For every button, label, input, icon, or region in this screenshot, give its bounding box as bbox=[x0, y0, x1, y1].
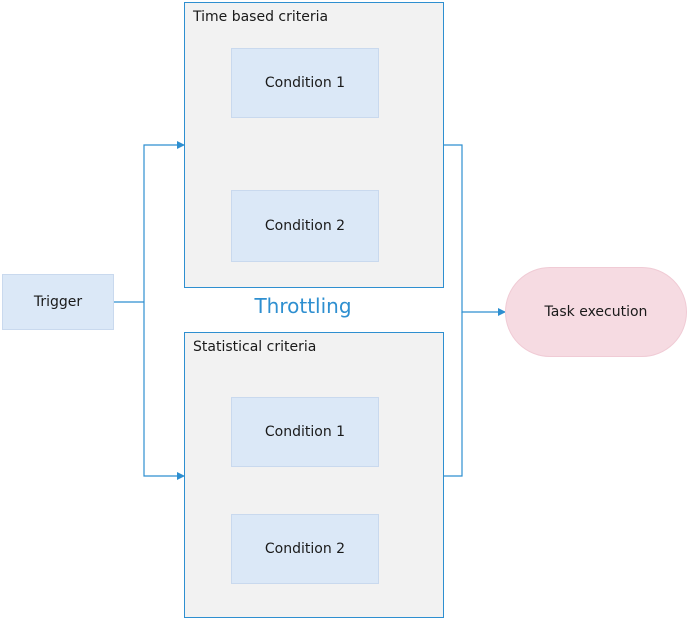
group-title-time-based: Time based criteria bbox=[193, 9, 329, 25]
condition-label: Condition 2 bbox=[264, 218, 346, 234]
stat-condition-2: Condition 2 bbox=[231, 514, 379, 584]
group-title-statistical: Statistical criteria bbox=[193, 339, 317, 355]
task-label: Task execution bbox=[544, 304, 648, 320]
time-condition-2: Condition 2 bbox=[231, 190, 379, 262]
condition-label: Condition 2 bbox=[264, 541, 346, 557]
edge-trigger-to-stat-group bbox=[143, 302, 185, 480]
stat-condition-1: Condition 1 bbox=[231, 397, 379, 467]
edge-stat-group-to-task bbox=[444, 312, 463, 477]
edge-time-group-to-task bbox=[444, 144, 506, 316]
trigger-node: Trigger bbox=[2, 274, 114, 330]
task-execution-node: Task execution bbox=[505, 267, 687, 357]
edge-trigger-to-time-group bbox=[143, 141, 185, 302]
statistical-criteria-group: Statistical criteria Condition 1 Conditi… bbox=[184, 332, 444, 618]
time-condition-1: Condition 1 bbox=[231, 48, 379, 118]
time-based-criteria-group: Time based criteria Condition 1 Conditio… bbox=[184, 2, 444, 288]
trigger-label: Trigger bbox=[33, 294, 83, 310]
condition-label: Condition 1 bbox=[264, 424, 346, 440]
condition-label: Condition 1 bbox=[264, 75, 346, 91]
throttling-label: Throttling bbox=[254, 294, 352, 318]
